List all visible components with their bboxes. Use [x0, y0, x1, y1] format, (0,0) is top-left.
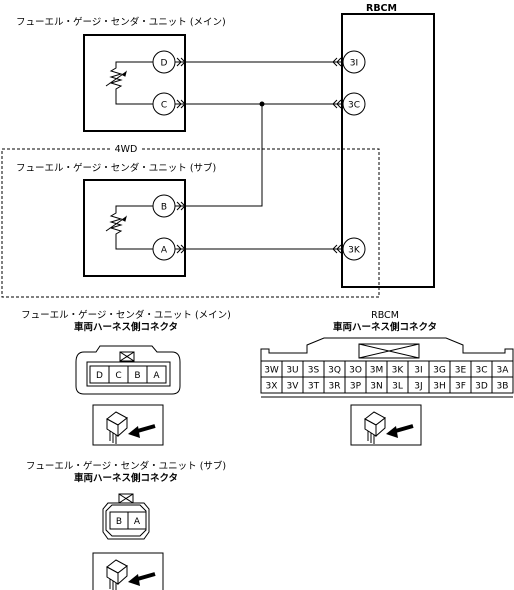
cell-d: D	[96, 371, 103, 381]
svg-text:3K: 3K	[348, 246, 361, 256]
variable-resistor-symbol-main	[105, 61, 164, 105]
rbcm-connector-title: RBCM	[371, 310, 399, 321]
splice-point	[259, 101, 265, 107]
pin-d: D	[152, 50, 176, 74]
rbcm-cell-label: 3A	[497, 366, 510, 376]
rbcm-cell-label: 3H	[433, 382, 446, 392]
rbcm-cell-label: 3M	[370, 366, 384, 376]
rbcm-cell-label: 3K	[392, 366, 405, 376]
svg-text:B: B	[161, 203, 167, 213]
rbcm-cell-label: 3D	[475, 382, 488, 392]
svg-text:C: C	[161, 101, 167, 111]
svg-text:A: A	[161, 246, 168, 256]
harness-side-icon-sub	[92, 552, 164, 590]
cell-c: C	[115, 371, 121, 381]
sub-connector-cells: B A	[109, 511, 147, 530]
rbcm-cell-label: 3S	[308, 366, 320, 376]
svg-text:3I: 3I	[350, 59, 358, 69]
rbcm-cell-label: 3C	[475, 366, 487, 376]
rbcm-cell-label: 3E	[455, 366, 467, 376]
svg-text:3C: 3C	[348, 101, 360, 111]
sub-connector-subtitle: 車両ハーネス側コネクタ	[74, 472, 178, 484]
pin-3k: 3K	[342, 237, 366, 261]
rbcm-cell-label: 3O	[349, 366, 362, 376]
sub-cell-a: A	[134, 517, 141, 527]
cell-a: A	[153, 371, 160, 381]
rbcm-cell-label: 3P	[350, 382, 362, 392]
sub-connector-face	[102, 493, 150, 540]
pin-3c: 3C	[342, 92, 366, 116]
rbcm-cell-label: 3Q	[328, 366, 341, 376]
connector-chevrons	[176, 57, 342, 254]
rbcm-cell-label: 3G	[433, 366, 446, 376]
4wd-region-frame	[1, 148, 380, 298]
harness-side-icon-main	[92, 404, 164, 446]
wires	[175, 61, 353, 250]
rbcm-connector-cells: 3W 3U 3S 3Q 3O 3M 3K 3I 3G 3E 3C 3A 3X 3V 3T 3R 3P 3N 3L 3J…	[260, 360, 514, 394]
svg-text:D: D	[161, 59, 168, 69]
sensor-main-title: フューエル・ゲージ・センダ・ユニット (メイン)	[16, 16, 226, 28]
variable-resistor-symbol-sub	[105, 205, 164, 250]
main-connector-face	[75, 345, 181, 395]
cell-b: B	[134, 371, 140, 381]
rbcm-cell-label: 3V	[287, 382, 300, 392]
rbcm-cell-label: 3B	[497, 382, 509, 392]
sensor-sub-title: フューエル・ゲージ・センダ・ユニット (サブ)	[16, 162, 216, 174]
main-connector-title: フューエル・ゲージ・センダ・ユニット (メイン)	[21, 309, 231, 321]
sub-connector-title: フューエル・ゲージ・センダ・ユニット (サブ)	[26, 460, 226, 472]
rbcm-cell-label: 3U	[286, 366, 298, 376]
pin-b: B	[152, 194, 176, 218]
sub-cell-b: B	[116, 517, 122, 527]
rbcm-cell-label: 3N	[370, 382, 382, 392]
rbcm-module-box	[341, 13, 435, 288]
rbcm-cell-label: 3J	[414, 382, 422, 392]
rbcm-cell-label: 3W	[264, 366, 279, 376]
main-connector-cells: D C B A	[89, 365, 167, 384]
rbcm-cell-label: 3X	[266, 382, 278, 392]
rbcm-cell-label: 3T	[308, 382, 320, 392]
pin-a: A	[152, 237, 176, 261]
rbcm-cell-label: 3F	[455, 382, 466, 392]
rbcm-cell-label: 3L	[392, 382, 403, 392]
rbcm-connector-subtitle: 車両ハーネス側コネクタ	[333, 321, 437, 333]
4wd-label: 4WD	[115, 144, 138, 155]
pin-3i: 3I	[342, 50, 366, 74]
pin-c: C	[152, 92, 176, 116]
rbcm-cell-label: 3I	[414, 366, 422, 376]
rbcm-title: RBCM	[366, 3, 397, 14]
harness-side-icon-rbcm	[350, 404, 422, 446]
sensor-sub-box	[83, 179, 186, 277]
rbcm-cell-label: 3R	[329, 382, 341, 392]
rbcm-cell-box	[491, 376, 514, 394]
main-connector-subtitle: 車両ハーネス側コネクタ	[74, 321, 178, 333]
sensor-main-box	[83, 34, 186, 132]
